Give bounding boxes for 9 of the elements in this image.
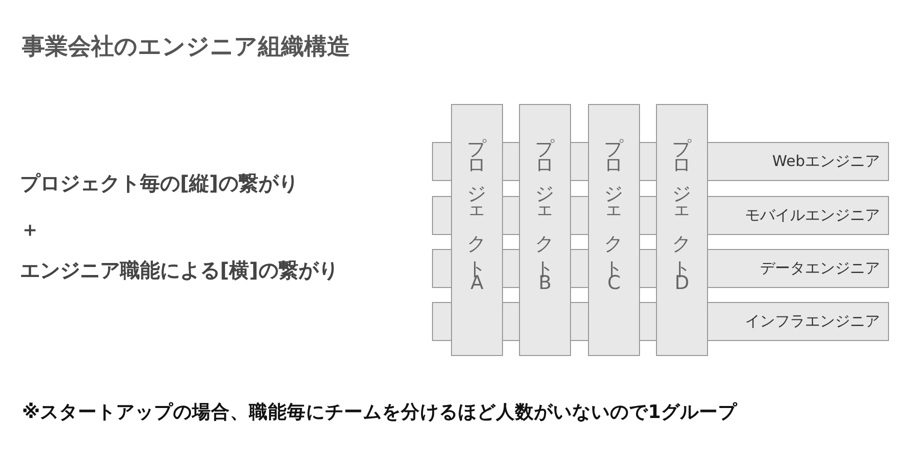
description-text: プロジェクト毎の[縦]の繋がり <box>20 170 298 197</box>
title: 事業会社のエンジニア組織構造 <box>22 33 350 62</box>
description-text: エンジニア職能による[横]の繋がり <box>20 257 338 284</box>
project-column: プロジェクトA <box>451 104 503 356</box>
note-text: ※スタートアップの場合、職能毎にチームを分けるほど人数がいないので1グループ <box>22 401 737 424</box>
plus-sign: ＋ <box>20 216 40 243</box>
project-column: プロジェクトD <box>656 104 708 356</box>
project-column: プロジェクトC <box>588 104 640 356</box>
project-column: プロジェクトB <box>519 104 571 356</box>
